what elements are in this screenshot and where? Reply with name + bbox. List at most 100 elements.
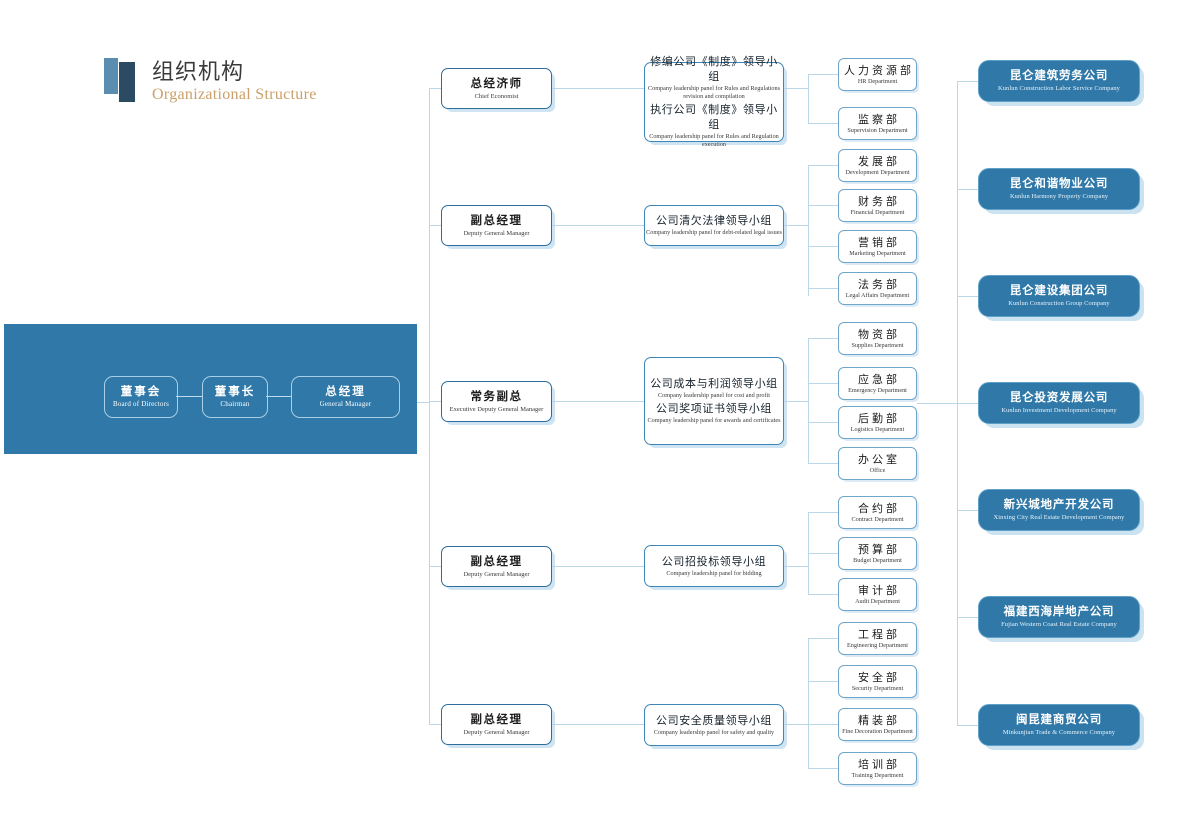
dept-stub <box>808 724 838 725</box>
role-cn: 副总经理 <box>470 713 523 726</box>
exec-node-general-manager[interactable]: 总经理 General Manager <box>291 376 400 418</box>
exec-node-cn: 总经理 <box>325 386 366 398</box>
role-executive-deputy-general-manager[interactable]: 常务副总 Executive Deputy General Manager <box>441 381 552 422</box>
dept-legal-affairs[interactable]: 法务部 Legal Affairs Department <box>838 272 917 305</box>
dept-stub <box>808 553 838 554</box>
dept-logistics[interactable]: 后勤部 Logistics Department <box>838 406 917 439</box>
dept-cn: 后勤部 <box>858 412 900 425</box>
dept-en: Financial Department <box>850 208 905 216</box>
dept-development[interactable]: 发展部 Development Department <box>838 149 917 182</box>
role-stub-2 <box>429 225 441 226</box>
dept-training[interactable]: 培训部 Training Department <box>838 752 917 785</box>
dept-contract[interactable]: 合约部 Contract Department <box>838 496 917 529</box>
dept-cn: 安全部 <box>858 671 900 684</box>
subsidiary-cn: 闽昆建商贸公司 <box>1015 714 1103 726</box>
role-en: Chief Economist <box>474 92 519 100</box>
page-title: 组织机构 Organizational Structure <box>104 58 317 105</box>
dept-fine-decoration[interactable]: 精装部 Fine Decoration Department <box>838 708 917 741</box>
dept-supplies[interactable]: 物资部 Supplies Department <box>838 322 917 355</box>
subsidiary-cn: 福建西海岸地产公司 <box>1003 606 1115 618</box>
exec-node-chairman[interactable]: 董事长 Chairman <box>202 376 268 418</box>
subsidiary-stub <box>957 510 978 511</box>
dept-marketing[interactable]: 营销部 Marketing Department <box>838 230 917 263</box>
dept-cn: 法务部 <box>858 278 900 291</box>
dept-cn: 应急部 <box>858 373 900 386</box>
exec-node-cn: 董事会 <box>120 386 162 398</box>
subsidiary-stub <box>957 189 978 190</box>
dept-supervision[interactable]: 监察部 Supervision Department <box>838 107 917 140</box>
dept-en: Supervision Department <box>847 126 908 134</box>
dept-bus-5 <box>808 638 809 768</box>
subsidiary-en: Kunlun Construction Group Company <box>1008 300 1110 307</box>
panel-group-debt-legal[interactable]: 公司清欠法律领导小组 Company leadership panel for … <box>644 205 784 246</box>
subsidiary-minkunjian-trade-commerce[interactable]: 闽昆建商贸公司 Minkunjian Trade & Commerce Comp… <box>978 704 1140 746</box>
dept-stub <box>808 205 838 206</box>
dept-en: Marketing Department <box>849 249 906 257</box>
panel-group-rules[interactable]: 修编公司《制度》领导小组 Company leadership panel fo… <box>644 56 784 148</box>
subsidiary-kunlun-construction-group[interactable]: 昆仑建设集团公司 Kunlun Construction Group Compa… <box>978 275 1140 317</box>
dept-stub <box>808 288 838 289</box>
subsidiary-en: Kunlun Investment Development Company <box>1001 407 1117 414</box>
subsidiary-en: Minkunjian Trade & Commerce Company <box>1002 729 1116 736</box>
exec-connector-2 <box>266 396 291 397</box>
gm-out-line <box>417 402 429 403</box>
panel-item-en: Company leadership panel for awards and … <box>647 417 781 424</box>
dept-cn: 发展部 <box>858 155 900 168</box>
dept-en: Supplies Department <box>851 341 904 349</box>
dept-cn: 物资部 <box>858 328 900 341</box>
subsidiary-cn: 昆仑投资发展公司 <box>1009 392 1109 404</box>
role-panel-link-1 <box>552 88 644 89</box>
executive-panel: 董事会 Board of Directors 董事长 Chairman 总经理 … <box>4 324 417 454</box>
panel-item-cn: 公司奖项证书领导小组 <box>655 403 772 415</box>
dept-en: Budget Department <box>853 556 902 564</box>
title-en: Organizational Structure <box>152 86 317 103</box>
dept-audit[interactable]: 审计部 Audit Department <box>838 578 917 611</box>
dept-cn: 预算部 <box>858 543 900 556</box>
dept-financial[interactable]: 财务部 Financial Department <box>838 189 917 222</box>
subsidiary-kunlun-investment-development[interactable]: 昆仑投资发展公司 Kunlun Investment Development C… <box>978 382 1140 424</box>
panel-group-safety-quality[interactable]: 公司安全质量领导小组 Company leadership panel for … <box>644 704 784 746</box>
dept-en: Development Department <box>845 168 910 176</box>
subsidiary-kunlun-construction-labor[interactable]: 昆仑建筑劳务公司 Kunlun Construction Labor Servi… <box>978 60 1140 102</box>
role-en: Executive Deputy General Manager <box>449 405 544 413</box>
panel-item-cn: 修编公司《制度》领导小组 <box>650 56 778 83</box>
dept-stub <box>808 594 838 595</box>
role-stub-1 <box>429 88 441 89</box>
subsidiary-xinxing-city-real-estate[interactable]: 新兴城地产开发公司 Xinxing City Real Estate Devel… <box>978 489 1140 531</box>
role-deputy-general-manager-1[interactable]: 副总经理 Deputy General Manager <box>441 205 552 246</box>
dept-budget[interactable]: 预算部 Budget Department <box>838 537 917 570</box>
subsidiary-stub <box>957 403 978 404</box>
dept-emergency[interactable]: 应急部 Emergency Department <box>838 367 917 400</box>
dept-stub <box>808 768 838 769</box>
exec-node-board[interactable]: 董事会 Board of Directors <box>104 376 178 418</box>
role-chief-economist[interactable]: 总经济师 Chief Economist <box>441 68 552 109</box>
dept-hr[interactable]: 人力资源部 HR Department <box>838 58 917 91</box>
dept-cn: 精装部 <box>858 714 900 727</box>
role-panel-link-4 <box>552 566 644 567</box>
panel-item-en: Company leadership panel for safety and … <box>653 728 775 736</box>
dept-en: Engineering Department <box>847 641 908 649</box>
subsidiary-fujian-western-coast-real-estate[interactable]: 福建西海岸地产公司 Fujian Western Coast Real Esta… <box>978 596 1140 638</box>
subsidiary-kunlun-harmony-property[interactable]: 昆仑和谐物业公司 Kunlun Harmony Property Company <box>978 168 1140 210</box>
dept-engineering[interactable]: 工程部 Engineering Department <box>838 622 917 655</box>
role-stub-3 <box>429 401 441 402</box>
panel-dept-link-2 <box>784 225 808 226</box>
role-cn: 常务副总 <box>470 390 523 403</box>
role-deputy-general-manager-3[interactable]: 副总经理 Deputy General Manager <box>441 704 552 745</box>
panel-group-cost-and-awards[interactable]: 公司成本与利润领导小组 Company leadership panel for… <box>644 357 784 445</box>
dept-security[interactable]: 安全部 Security Department <box>838 665 917 698</box>
panel-item-en: Company leadership panel for cost and pr… <box>657 392 770 399</box>
dept-cn: 审计部 <box>858 584 900 597</box>
exec-node-en: General Manager <box>319 400 372 408</box>
dept-en: HR Department <box>857 77 898 85</box>
dept-office[interactable]: 办公室 Office <box>838 447 917 480</box>
subsidiary-cn: 新兴城地产开发公司 <box>1003 499 1115 511</box>
dept-stub <box>808 681 838 682</box>
dept-en: Emergency Department <box>848 386 907 394</box>
panel-item-cn: 公司清欠法律领导小组 <box>656 215 772 227</box>
panel-item-cn: 公司招投标领导小组 <box>661 555 767 568</box>
panel-group-bidding[interactable]: 公司招投标领导小组 Company leadership panel for b… <box>644 545 784 587</box>
role-deputy-general-manager-2[interactable]: 副总经理 Deputy General Manager <box>441 546 552 587</box>
role-en: Deputy General Manager <box>463 728 530 736</box>
dept-stub <box>808 338 838 339</box>
